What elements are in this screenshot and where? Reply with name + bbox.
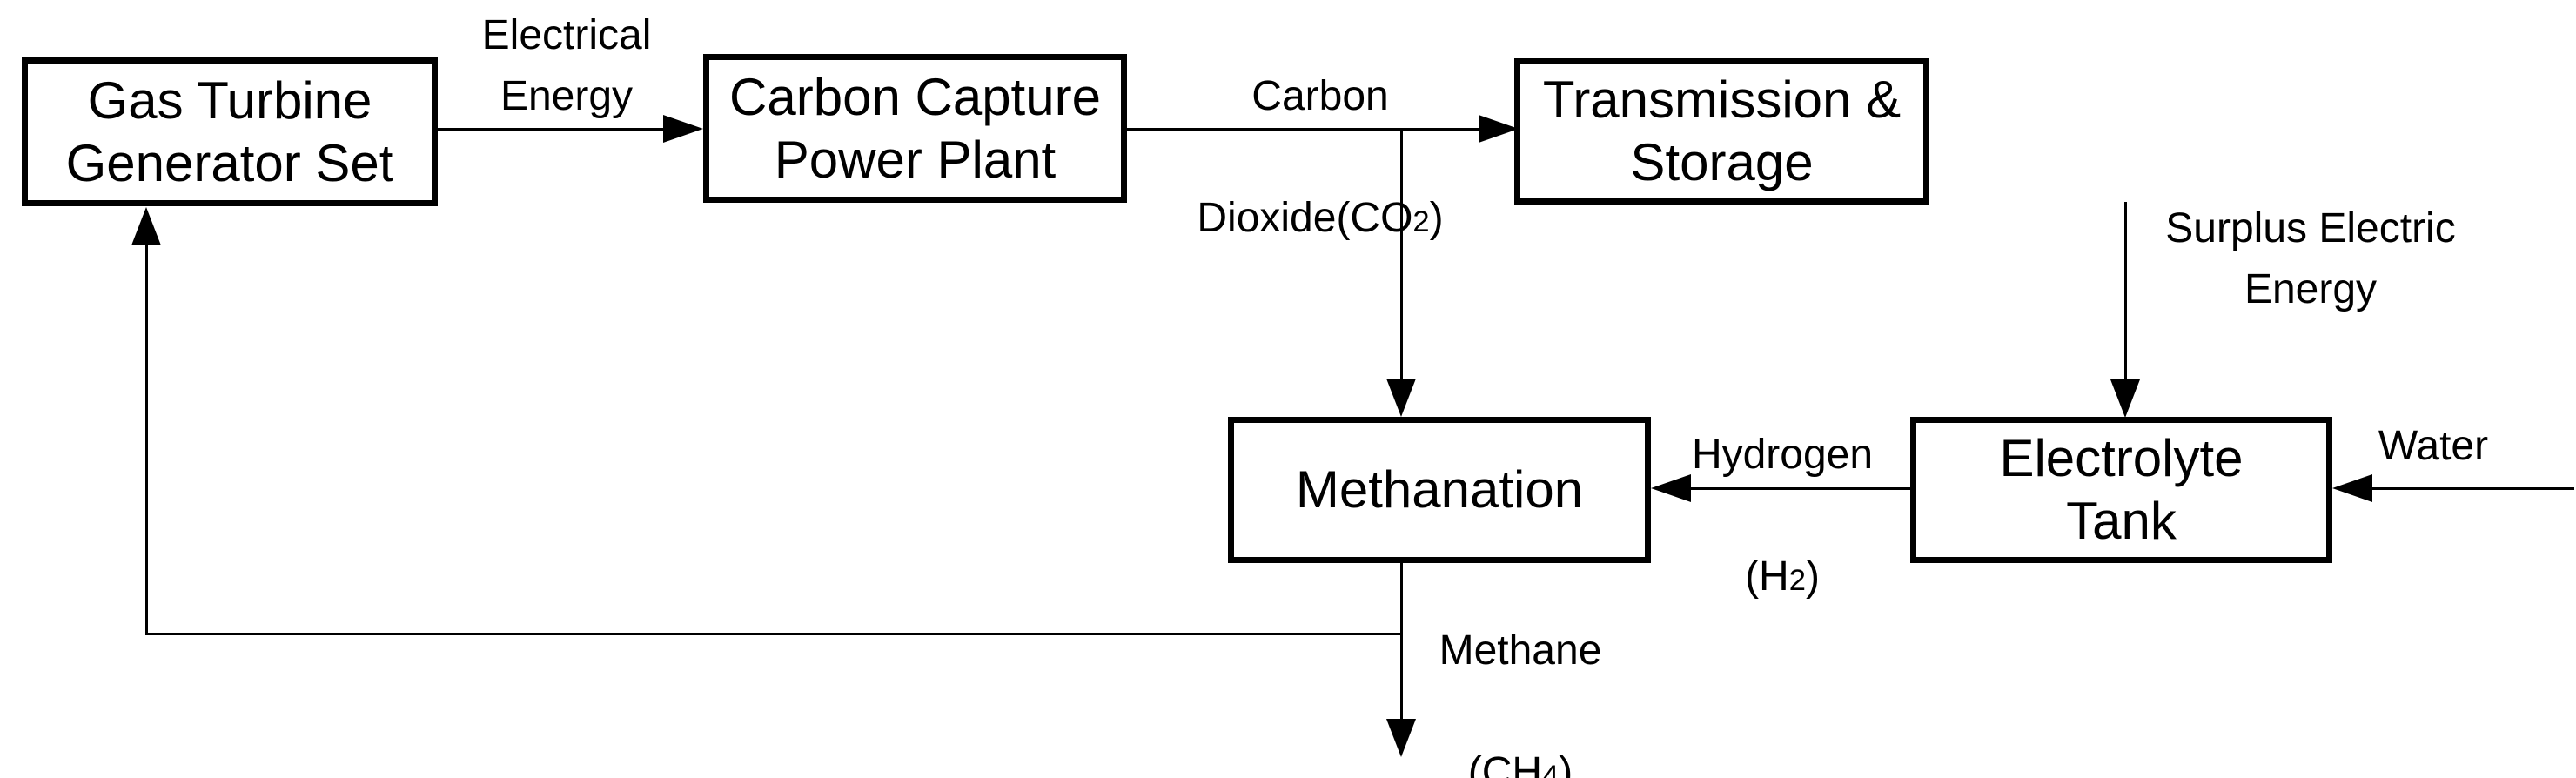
- hydrogen-arrow-line: [1691, 487, 1910, 490]
- electrical-energy-arrow-line: [438, 128, 663, 131]
- node-electrolyte-tank: Electrolyte Tank: [1910, 417, 2332, 563]
- label-line: (CH4): [1346, 742, 1694, 778]
- arrowhead-down-icon: [1386, 379, 1416, 417]
- arrowhead-down-icon: [2110, 379, 2140, 418]
- label-line: Dioxide(CO2): [1197, 195, 1444, 241]
- arrowhead-down-icon: [1386, 719, 1416, 757]
- node-label: Methanation: [1295, 460, 1584, 519]
- label-line: Carbon: [1251, 73, 1389, 119]
- carbon-dioxide-branch-line: [1400, 129, 1403, 379]
- node-methanation: Methanation: [1228, 417, 1651, 563]
- arrowhead-left-icon: [1651, 474, 1691, 502]
- label-carbon-dioxide: Carbon Dioxide(CO2): [1146, 5, 1494, 313]
- arrowhead-right-icon: [663, 115, 703, 143]
- subscript-digit: 2: [1788, 564, 1806, 597]
- label-line: (H2): [1745, 553, 1820, 600]
- methane-output-line: [1400, 563, 1403, 719]
- node-gas-turbine-generator-set: Gas Turbine Generator Set: [22, 57, 438, 206]
- label-line: Hydrogen: [1691, 432, 1874, 478]
- node-label: Gas Turbine Generator Set: [65, 70, 394, 192]
- label-hydrogen: Hydrogen (H2): [1608, 364, 1956, 672]
- water-arrow-line: [2372, 487, 2574, 490]
- label-surplus-electric-energy: Surplus Electric Energy: [2165, 205, 2456, 312]
- node-label: Electrolyte Tank: [1999, 429, 2244, 550]
- label-line: Methane: [1439, 627, 1602, 674]
- feedback-loop-horizontal-line: [145, 633, 1403, 635]
- node-label: Transmission & Storage: [1542, 70, 1902, 191]
- subscript-digit: 2: [1412, 205, 1430, 238]
- label-water: Water: [2378, 423, 2489, 469]
- node-transmission-storage: Transmission & Storage: [1514, 58, 1929, 205]
- carbon-dioxide-arrow-line: [1127, 128, 1479, 131]
- label-electrical-energy: Electrical Energy: [481, 12, 652, 119]
- arrowhead-left-icon: [2332, 474, 2372, 502]
- node-label: Carbon Capture Power Plant: [729, 67, 1101, 189]
- surplus-energy-arrow-line: [2124, 202, 2127, 379]
- arrowhead-right-icon: [1479, 115, 1519, 143]
- subscript-digit: 4: [1542, 760, 1560, 778]
- label-methane: Methane (CH4): [1346, 560, 1694, 778]
- feedback-loop-vertical-line: [145, 245, 148, 635]
- node-carbon-capture-power-plant: Carbon Capture Power Plant: [703, 54, 1127, 203]
- arrowhead-up-icon: [131, 207, 161, 245]
